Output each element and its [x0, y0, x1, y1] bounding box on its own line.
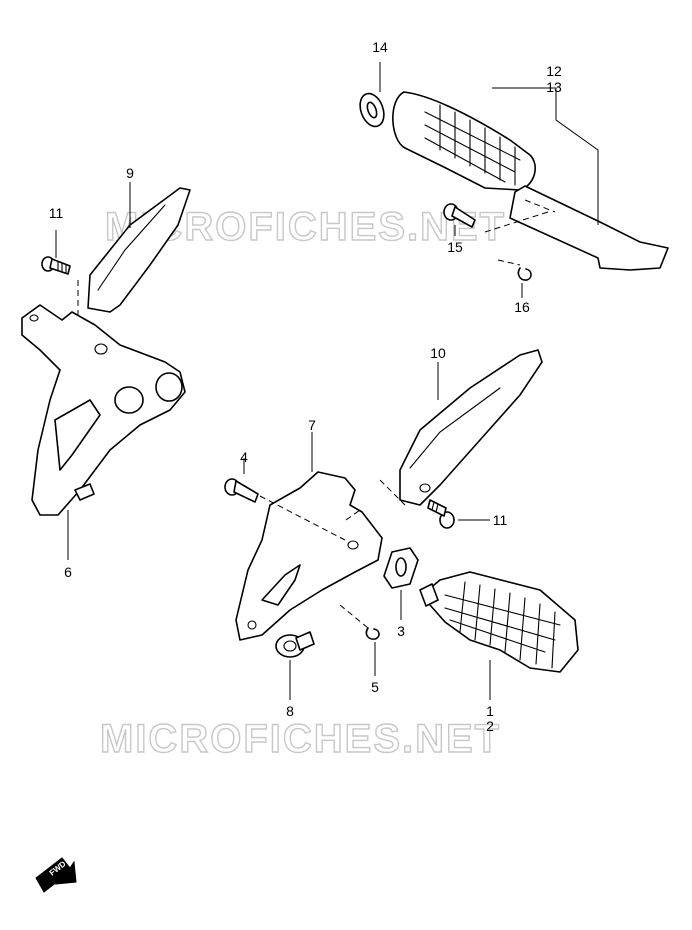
callout-12: 12 — [546, 63, 562, 79]
fwd-arrow-icon: FWD — [35, 857, 77, 893]
callout-1: 1 — [486, 703, 494, 719]
callout-5: 5 — [371, 679, 379, 695]
callout-14: 14 — [372, 39, 388, 55]
bolt-8 — [275, 631, 315, 658]
callout-13: 13 — [546, 79, 562, 95]
clip-5 — [365, 627, 380, 640]
bracket-6 — [21, 280, 186, 516]
callout-15: 15 — [447, 239, 463, 255]
heel-guard-10 — [399, 349, 543, 506]
bolt-4 — [224, 478, 346, 541]
callout-4: 4 — [240, 449, 248, 465]
washer-14 — [359, 92, 385, 128]
bolt-11-left — [41, 256, 71, 275]
callout-11-left: 11 — [49, 205, 64, 221]
callout-7: 7 — [308, 417, 316, 433]
pin-15 — [443, 203, 476, 228]
watermark-bottom: MICROFICHES.NET — [100, 717, 501, 761]
callout-16: 16 — [514, 299, 530, 315]
clip-16 — [517, 267, 532, 281]
callout-2: 2 — [486, 718, 494, 734]
callout-9: 9 — [126, 165, 134, 181]
rear-footrest-12-13 — [392, 91, 669, 271]
callout-10: 10 — [430, 345, 446, 361]
callout-11-lower: 11 — [493, 512, 508, 528]
bracket-7 — [235, 471, 406, 641]
callout-3: 3 — [397, 623, 405, 639]
callout-6: 6 — [64, 564, 72, 580]
front-footrest-1-2 — [419, 571, 579, 673]
washer-3 — [383, 547, 419, 589]
heel-guard-9 — [87, 187, 191, 313]
bolt-11-lower — [427, 499, 455, 529]
callout-8: 8 — [286, 703, 294, 719]
